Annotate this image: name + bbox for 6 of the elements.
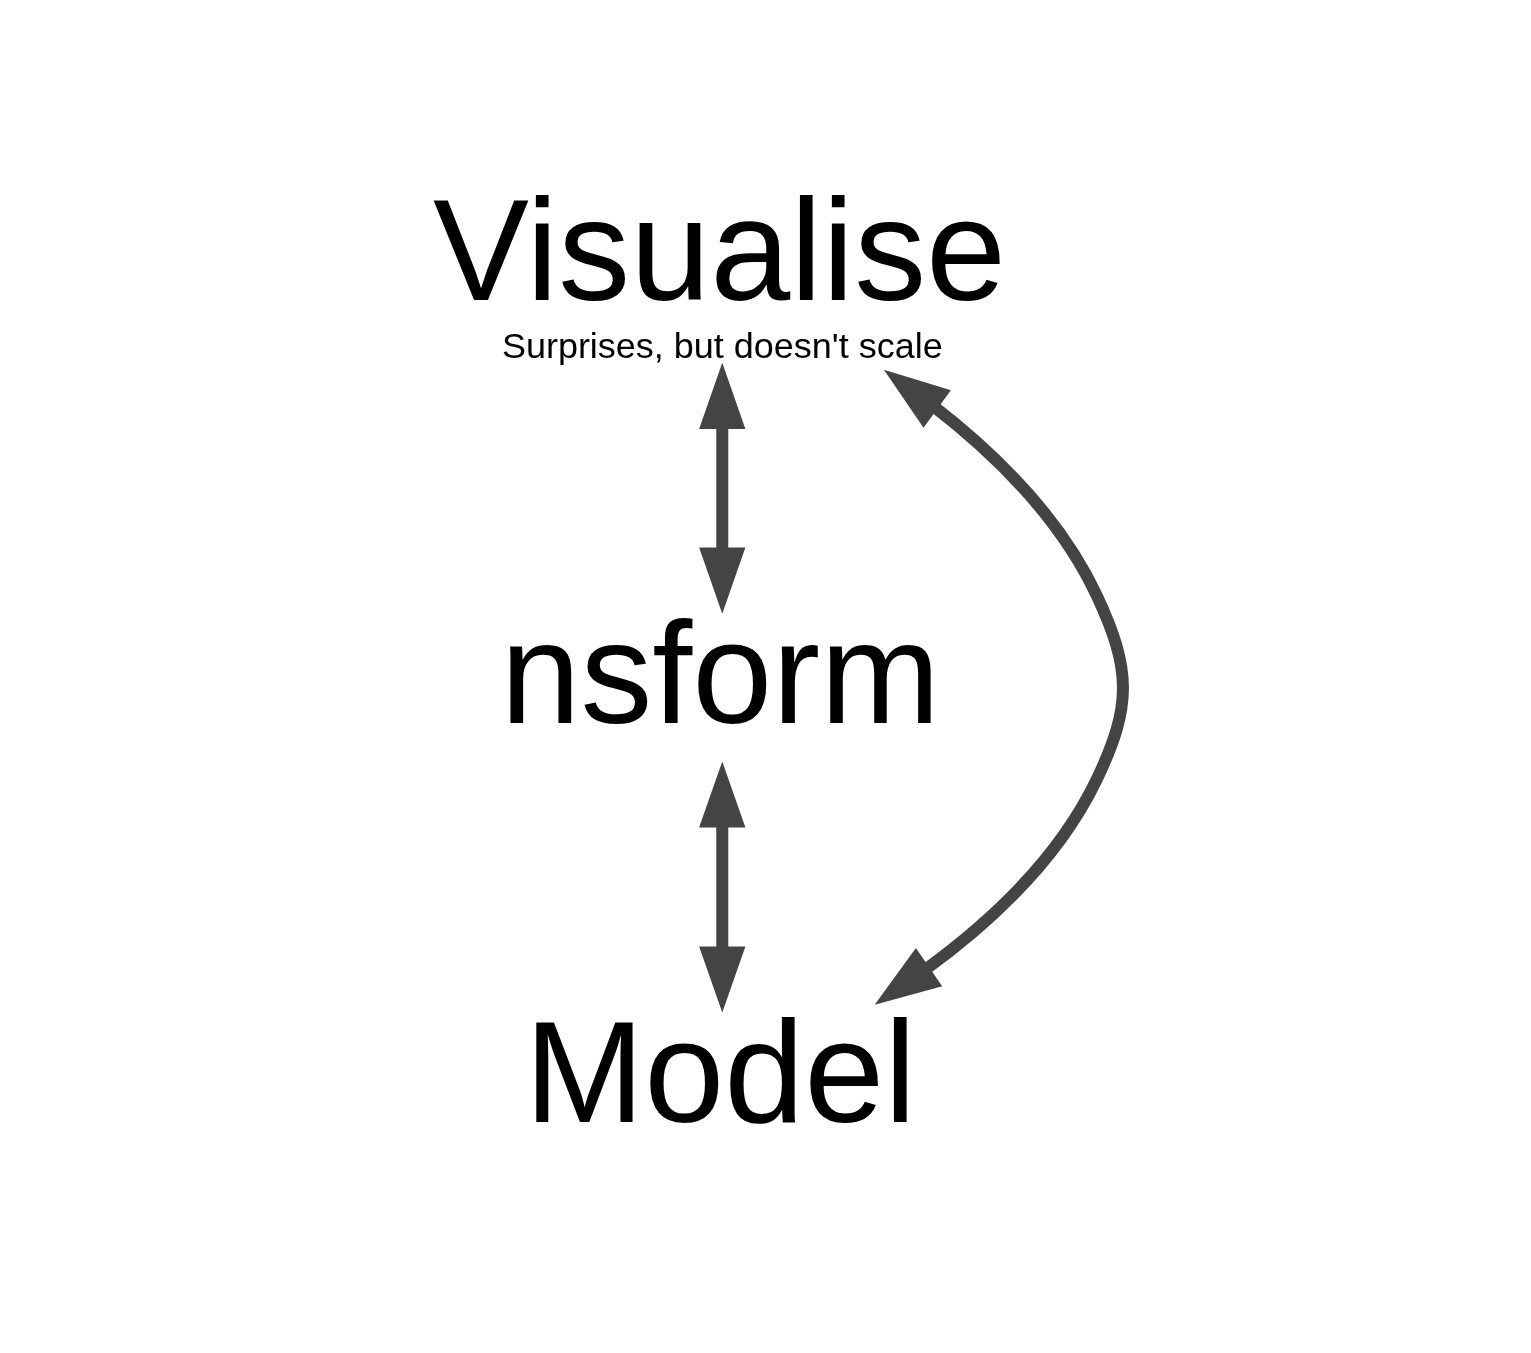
arrow bbox=[698, 362, 745, 614]
node-text: Visualise Surprises, but doesn't scale bbox=[432, 169, 1006, 366]
node-text: Model bbox=[523, 991, 916, 1152]
arrow bbox=[874, 369, 1129, 1005]
arrow bbox=[698, 760, 745, 1013]
node-text: nsform bbox=[499, 592, 940, 753]
